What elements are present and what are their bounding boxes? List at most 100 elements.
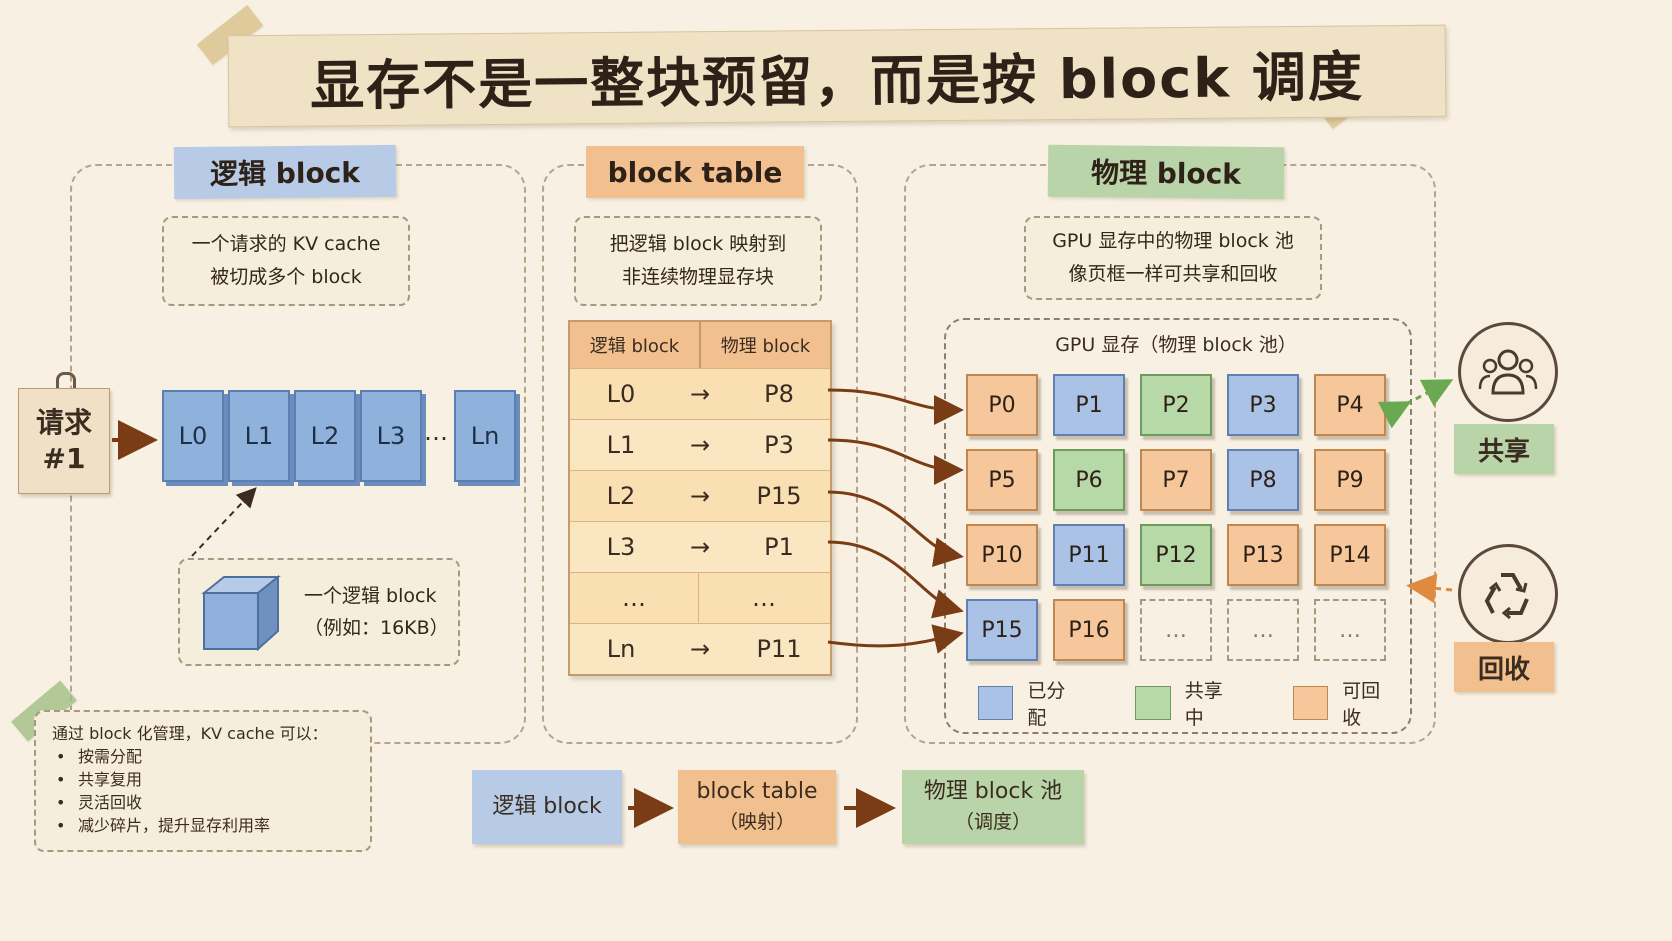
flow-step-label: block table — [696, 779, 818, 804]
table-note: 把逻辑 block 映射到 非连续物理显存块 — [574, 216, 822, 306]
physical-block-label: P13 — [1242, 542, 1284, 568]
physical-block-grid: P0 P1 P2 P3 P4 P5 P6 P7 P8 P9 P10 P11 P1… — [966, 374, 1390, 664]
single-block-note: 一个逻辑 block （例如：16KB） — [178, 558, 460, 666]
request-card: 请求 #1 — [18, 388, 110, 494]
physical-block-p13: P13 — [1227, 524, 1299, 586]
request-id: #1 — [42, 442, 86, 475]
physical-block-label: P10 — [981, 542, 1023, 568]
gpu-pool-title: GPU 显存（物理 block 池） — [1055, 334, 1297, 356]
physical-block-p5: P5 — [966, 449, 1038, 511]
table-cell-physical: P3 — [764, 431, 794, 459]
logical-block-label: L2 — [310, 422, 340, 450]
physical-block-empty: … — [1314, 599, 1386, 661]
physical-note-line: 像页框一样可共享和回收 — [1068, 263, 1278, 285]
physical-block-p12: P12 — [1140, 524, 1212, 586]
table-note-line: 非连续物理显存块 — [621, 266, 774, 288]
single-block-pointer-arrow — [191, 487, 257, 557]
physical-block-label: P12 — [1155, 542, 1197, 568]
mapping-curve-l3 — [827, 540, 964, 619]
physical-block-label: P5 — [988, 467, 1016, 493]
physical-block-empty: … — [1140, 599, 1212, 661]
summary-item: 灵活回收 — [56, 791, 354, 814]
flow-step-label: 物理 block 池 — [923, 779, 1063, 804]
cube-icon — [201, 574, 281, 652]
logical-block-label: L3 — [376, 422, 406, 450]
single-block-size: （例如：16KB） — [304, 617, 449, 639]
column-header-logical: 逻辑 block — [570, 322, 701, 368]
block-table: 逻辑 block 物理 block L0 → P8 L1 → P3 L2 → P… — [568, 320, 832, 676]
logical-block-l1: L1 — [228, 390, 290, 482]
logical-block-label: L1 — [244, 422, 274, 450]
logical-block-l3: L3 — [360, 390, 422, 482]
legend-swatch-shared — [1135, 686, 1171, 720]
table-cell-physical: P8 — [764, 380, 794, 408]
table-row: L3 → P1 — [570, 521, 830, 572]
column-header-physical: 物理 block — [720, 336, 811, 357]
physical-block-p14: P14 — [1314, 524, 1386, 586]
physical-block-label: P15 — [981, 617, 1023, 643]
physical-block-label: P8 — [1249, 467, 1277, 493]
table-cell-physical: P15 — [756, 482, 802, 510]
logical-block-label: L0 — [178, 422, 208, 450]
physical-block-p4: P4 — [1314, 374, 1386, 436]
table-row: L1 → P3 — [570, 419, 830, 470]
table-row: … … — [570, 572, 830, 623]
physical-block-label: P1 — [1075, 392, 1103, 418]
physical-block-p11: P11 — [1053, 524, 1125, 586]
block-table-header-text: block table — [607, 155, 783, 189]
physical-note-line: GPU 显存中的物理 block 池 — [1052, 230, 1294, 252]
logical-block-label: Ln — [470, 422, 500, 450]
physical-block-p7: P7 — [1140, 449, 1212, 511]
share-tag: 共享 — [1454, 424, 1554, 474]
physical-block-label: P0 — [988, 392, 1016, 418]
share-arrow — [1377, 379, 1454, 429]
table-cell-logical: … — [570, 573, 699, 623]
summary-item: 减少碎片，提升显存利用率 — [56, 814, 354, 837]
mapping-arrow-icon: → — [689, 533, 711, 561]
share-label: 共享 — [1477, 436, 1530, 467]
single-block-label: 一个逻辑 block — [304, 585, 437, 607]
legend-label-allocated: 已分配 — [1027, 680, 1066, 729]
flow-block-table: block table （映射） — [678, 770, 836, 844]
logical-block-l2: L2 — [294, 390, 356, 482]
legend-label-shared: 共享中 — [1184, 680, 1223, 729]
logical-block-ln: Ln — [454, 390, 516, 482]
recycle-tag: 回收 — [1454, 642, 1554, 692]
logical-note-line: 一个请求的 KV cache — [191, 233, 381, 255]
flow-step-label: 逻辑 block — [492, 794, 602, 819]
table-cell-logical: L2 — [606, 482, 636, 510]
block-table-header: block table — [586, 146, 804, 198]
physical-block-p3: P3 — [1227, 374, 1299, 436]
table-cell-logical: L1 — [606, 431, 636, 459]
physical-block-label: P14 — [1329, 542, 1371, 568]
physical-block-p10: P10 — [966, 524, 1038, 586]
table-cell-logical: Ln — [606, 635, 636, 663]
legend-swatch-reclaimable — [1292, 686, 1329, 720]
logical-note: 一个请求的 KV cache 被切成多个 block — [162, 216, 410, 306]
physical-block-label: … — [1165, 617, 1187, 643]
table-cell-logical: L3 — [606, 533, 636, 561]
physical-block-label: P16 — [1068, 617, 1110, 643]
recycle-arrow — [1406, 573, 1453, 604]
flow-physical-pool: 物理 block 池 （调度） — [902, 770, 1084, 844]
physical-block-label: P2 — [1162, 392, 1190, 418]
physical-block-p0: P0 — [966, 374, 1038, 436]
physical-block-label: P11 — [1068, 542, 1110, 568]
summary-item: 共享复用 — [56, 768, 354, 791]
table-header-row: 逻辑 block 物理 block — [570, 322, 830, 368]
table-note-line: 把逻辑 block 映射到 — [609, 233, 787, 255]
legend: 已分配 共享中 可回收 — [978, 680, 1398, 729]
table-cell-physical: … — [752, 584, 776, 612]
physical-block-p16: P16 — [1053, 599, 1125, 661]
physical-block-label: P6 — [1075, 467, 1103, 493]
mapping-curve-l1 — [827, 438, 964, 485]
logical-note-line: 被切成多个 block — [210, 266, 362, 288]
mapping-curve-l2 — [827, 490, 964, 568]
mapping-arrow-icon: → — [689, 482, 711, 510]
recycle-label: 回收 — [1477, 654, 1530, 685]
physical-block-p6: P6 — [1053, 449, 1125, 511]
mapping-arrow-icon: → — [689, 635, 711, 663]
share-users-icon — [1458, 322, 1558, 422]
logical-block-l0: L0 — [162, 390, 224, 482]
